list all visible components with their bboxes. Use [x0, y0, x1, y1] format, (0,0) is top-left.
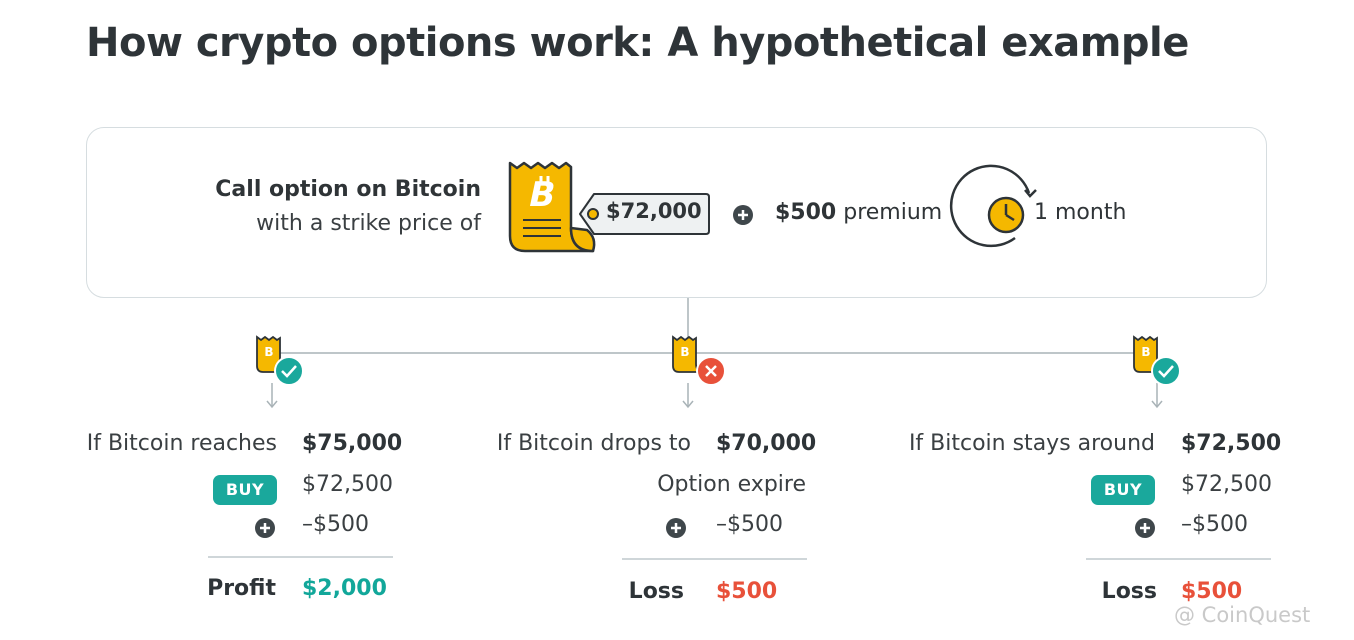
plus-icon — [1135, 518, 1155, 538]
duration-label: 1 month — [1034, 200, 1127, 225]
buy-badge: BUY — [1091, 475, 1155, 505]
result-label: Profit — [207, 576, 276, 601]
buy-value: $72,500 — [302, 472, 393, 497]
result-value: $2,000 — [302, 576, 387, 601]
scenario-condition: If Bitcoin drops to — [496, 431, 691, 456]
clock-icon — [949, 164, 1037, 248]
small-receipt-icon: B — [1133, 335, 1181, 386]
premium-amount: $500 — [775, 200, 837, 225]
page-title: How crypto options work: A hypothetical … — [86, 20, 1189, 66]
result-value: $500 — [1181, 579, 1243, 604]
strike-price-caption: with a strike price of — [256, 211, 481, 236]
expire-note: Option expire — [657, 472, 806, 497]
divider — [622, 558, 807, 560]
buy-value: $72,500 — [1181, 472, 1272, 497]
small-receipt-icon: B — [672, 335, 726, 386]
premium-word: premium — [843, 200, 943, 225]
result-value: $500 — [716, 579, 778, 604]
plus-icon — [733, 205, 753, 225]
premium-cost: –$500 — [716, 512, 783, 537]
premium-cost: –$500 — [302, 512, 369, 537]
strike-price-value: $72,000 — [606, 199, 702, 223]
plus-icon — [255, 518, 275, 538]
call-option-label: Call option on Bitcoin — [215, 177, 481, 202]
scenario-condition: If Bitcoin stays around — [908, 431, 1155, 456]
svg-text:B: B — [1141, 345, 1150, 359]
svg-text:B: B — [264, 345, 273, 359]
svg-text:B: B — [680, 345, 689, 359]
premium-cost: –$500 — [1181, 512, 1248, 537]
scenario-price: $75,000 — [302, 431, 403, 456]
premium-text: $500 premium — [775, 200, 942, 225]
watermark: @ CoinQuest — [1174, 603, 1311, 627]
scenario-price: $72,500 — [1181, 431, 1282, 456]
result-label: Loss — [1101, 579, 1157, 604]
divider — [208, 556, 393, 558]
small-receipt-icon: B — [256, 335, 304, 386]
price-tag-icon — [579, 193, 710, 235]
plus-icon — [666, 518, 686, 538]
scenario-condition: If Bitcoin reaches — [86, 431, 277, 456]
buy-badge: BUY — [213, 475, 277, 505]
scenario-price: $70,000 — [716, 431, 817, 456]
bitcoin-receipt-icon: B — [508, 161, 596, 253]
result-label: Loss — [628, 579, 684, 604]
divider — [1086, 558, 1271, 560]
